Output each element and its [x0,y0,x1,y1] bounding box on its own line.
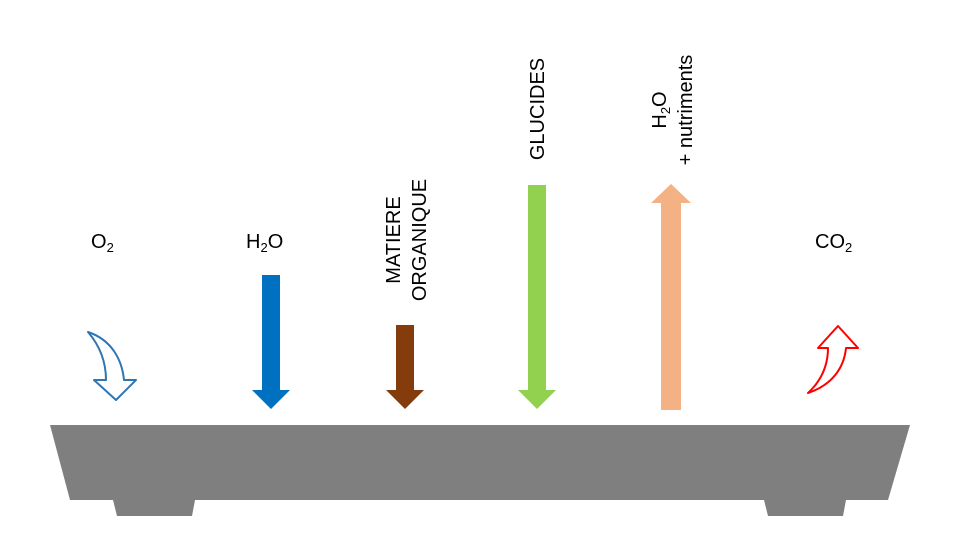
h2o-label-tail: O [267,231,284,253]
matiere-down-arrow [386,325,424,409]
glucides-down-arrow [518,185,556,409]
glucides-label: GLUCIDES [525,49,551,169]
co2-label-main: CO [815,231,845,253]
nutriments-label: H2O + nutriments [647,30,699,190]
nutriments-label-line1: H2O [647,30,673,190]
h2o-label-sub: 2 [260,240,268,255]
h2o-down-arrow [252,275,290,409]
tray-body [50,425,910,500]
o2-label-sub: 2 [106,240,114,255]
matiere-label: MATIERE ORGANIQUE [381,160,433,320]
nutriments-label-tail: O [649,91,671,107]
h2o-label-main: H [246,231,261,253]
o2-curved-arrow [87,331,137,401]
nutriments-up-arrow [651,184,691,410]
tray-foot-right [764,500,846,516]
nutriments-label-sub: 2 [658,106,673,115]
o2-label-main: O [91,231,107,253]
h2o-label: H2O [246,230,283,254]
o2-label: O2 [91,230,114,254]
glucides-label-text: GLUCIDES [527,57,549,161]
tray-foot-left [113,500,195,516]
matiere-label-line2: ORGANIQUE [409,178,431,302]
co2-label-sub: 2 [845,240,853,255]
co2-label: CO2 [815,230,852,254]
co2-curved-arrow [807,325,859,394]
matiere-label-line1: MATIERE [383,196,405,284]
nutriments-label-main: H [649,114,671,129]
tray [50,425,910,516]
nutriments-label-line2: + nutriments [675,54,697,166]
